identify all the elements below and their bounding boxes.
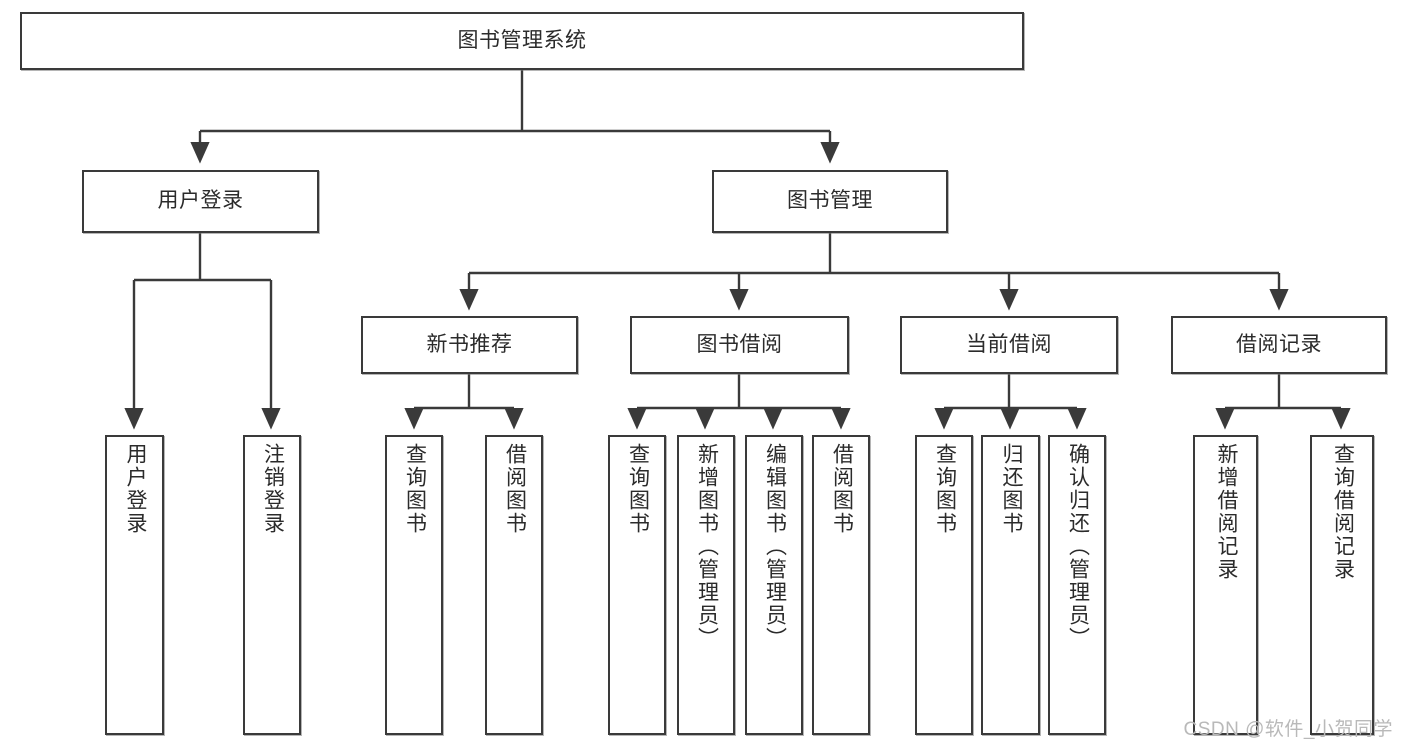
leaf-current-return-book-label: 归还图书 bbox=[999, 443, 1023, 535]
leaf-borrow-edit-book[interactable]: 编辑图书（管理员） bbox=[745, 435, 803, 735]
leaf-record-query[interactable]: 查询借阅记录 bbox=[1310, 435, 1374, 735]
leaf-recommend-borrow-book[interactable]: 借阅图书 bbox=[485, 435, 543, 735]
leaf-logout[interactable]: 注销登录 bbox=[243, 435, 301, 735]
leaf-current-confirm-return-label: 确认归还（管理员） bbox=[1066, 443, 1090, 650]
leaf-borrow-borrow-book-label: 借阅图书 bbox=[830, 443, 854, 535]
node-root-label: 图书管理系统 bbox=[457, 28, 587, 52]
node-borrow-record-label: 借阅记录 bbox=[1236, 332, 1322, 356]
leaf-current-return-book[interactable]: 归还图书 bbox=[981, 435, 1040, 735]
node-book-borrow[interactable]: 图书借阅 bbox=[630, 316, 849, 374]
node-borrow-record[interactable]: 借阅记录 bbox=[1171, 316, 1387, 374]
leaf-record-query-label: 查询借阅记录 bbox=[1331, 443, 1355, 581]
node-user-login-label: 用户登录 bbox=[157, 189, 244, 213]
node-root[interactable]: 图书管理系统 bbox=[20, 12, 1024, 70]
node-current-borrow[interactable]: 当前借阅 bbox=[900, 316, 1118, 374]
leaf-record-add-label: 新增借阅记录 bbox=[1214, 443, 1238, 581]
leaf-current-confirm-return[interactable]: 确认归还（管理员） bbox=[1048, 435, 1106, 735]
leaf-borrow-add-book[interactable]: 新增图书（管理员） bbox=[677, 435, 735, 735]
leaf-borrow-edit-book-label: 编辑图书（管理员） bbox=[763, 443, 787, 650]
node-user-login[interactable]: 用户登录 bbox=[82, 170, 319, 233]
node-new-book-recommend-label: 新书推荐 bbox=[426, 332, 513, 356]
leaf-current-query-book-label: 查询图书 bbox=[933, 443, 957, 535]
leaf-recommend-query-book[interactable]: 查询图书 bbox=[385, 435, 443, 735]
leaf-recommend-borrow-book-label: 借阅图书 bbox=[503, 443, 527, 535]
node-new-book-recommend[interactable]: 新书推荐 bbox=[361, 316, 578, 374]
leaf-logout-label: 注销登录 bbox=[261, 443, 285, 535]
leaf-recommend-query-book-label: 查询图书 bbox=[403, 443, 427, 535]
leaf-borrow-add-book-label: 新增图书（管理员） bbox=[695, 443, 719, 650]
leaf-borrow-query-book-label: 查询图书 bbox=[626, 443, 650, 535]
leaf-borrow-query-book[interactable]: 查询图书 bbox=[608, 435, 666, 735]
node-book-management[interactable]: 图书管理 bbox=[712, 170, 948, 233]
leaf-borrow-borrow-book[interactable]: 借阅图书 bbox=[812, 435, 870, 735]
watermark: CSDN @软件_小贺同学 bbox=[1183, 719, 1393, 740]
leaf-current-query-book[interactable]: 查询图书 bbox=[915, 435, 973, 735]
leaf-record-add[interactable]: 新增借阅记录 bbox=[1193, 435, 1258, 735]
node-book-management-label: 图书管理 bbox=[787, 189, 873, 213]
node-current-borrow-label: 当前借阅 bbox=[966, 332, 1052, 356]
leaf-user-login-label: 用户登录 bbox=[123, 443, 147, 535]
leaf-user-login[interactable]: 用户登录 bbox=[105, 435, 164, 735]
node-book-borrow-label: 图书借阅 bbox=[696, 332, 783, 356]
